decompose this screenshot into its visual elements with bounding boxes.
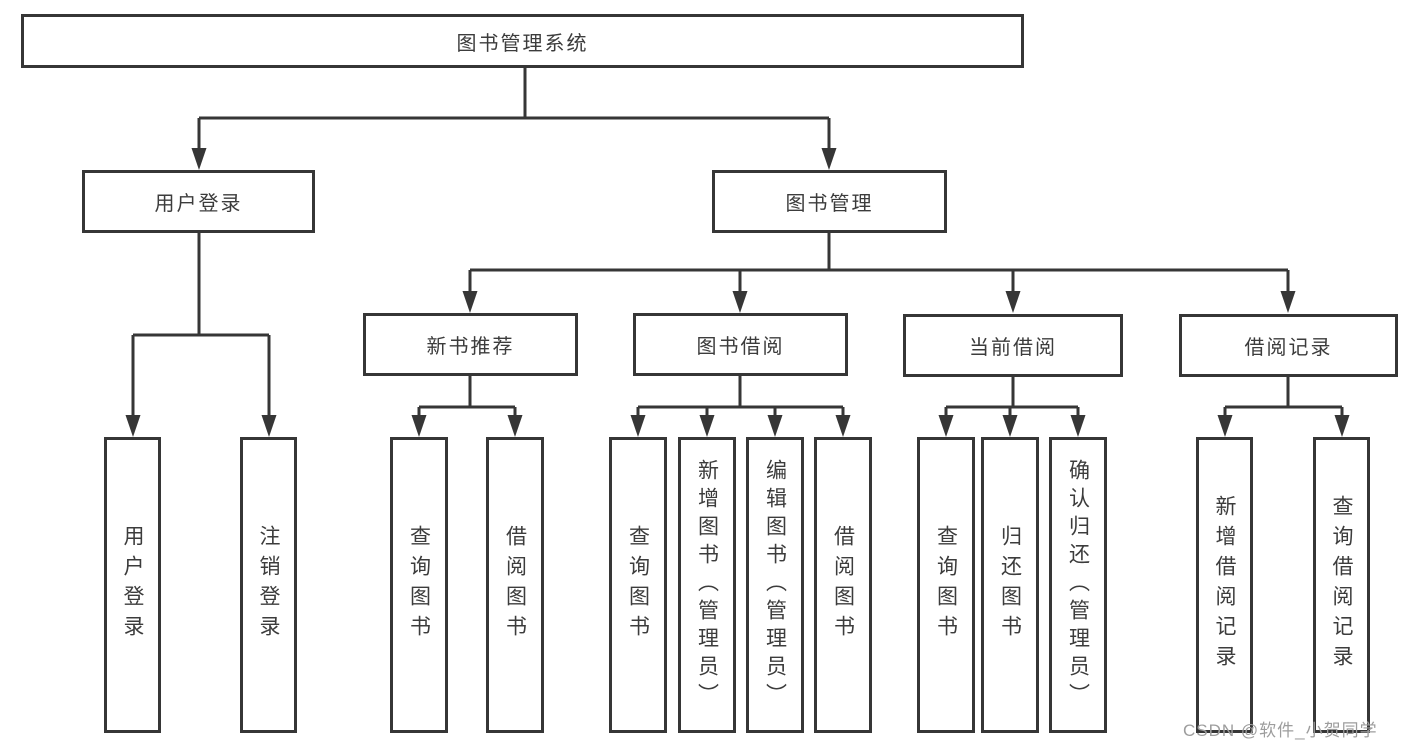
leaf-query-books-recommend: 查询图书 [390,437,448,733]
leaf-query-borrow-record-label: 查询借阅记录 [1330,495,1353,675]
node-root-label: 图书管理系统 [456,32,589,55]
node-book-borrow-label: 图书借阅 [696,336,785,358]
node-borrow-records: 借阅记录 [1179,314,1398,377]
leaf-add-borrow-record-label: 新增借阅记录 [1213,495,1236,675]
leaf-return-book: 归还图书 [981,437,1039,733]
leaf-user-login: 用户登录 [104,437,161,733]
connector-paths [131,68,1344,419]
leaf-query-books-borrow-label: 查询图书 [626,525,650,645]
leaf-query-books-current: 查询图书 [917,437,975,733]
leaf-logout-label: 注销登录 [257,525,280,645]
leaf-edit-book-admin: 编辑图书（管理员） [746,437,804,733]
node-new-book-recommend: 新书推荐 [363,313,578,376]
leaf-borrow-books-recommend: 借阅图书 [486,437,544,733]
csdn-watermark: CSDN @软件_小贺同学 [1183,721,1378,740]
node-book-management: 图书管理 [712,170,947,233]
leaf-query-borrow-record: 查询借阅记录 [1313,437,1370,733]
leaf-add-book-admin: 新增图书（管理员） [678,437,736,733]
node-user-login: 用户登录 [82,170,315,233]
leaf-edit-book-admin-label: 编辑图书（管理员） [763,459,787,711]
leaf-return-book-label: 归还图书 [998,525,1022,645]
leaf-confirm-return-admin-label: 确认归还（管理员） [1066,459,1090,711]
leaf-query-books-borrow: 查询图书 [609,437,667,733]
leaf-add-borrow-record: 新增借阅记录 [1196,437,1253,733]
node-book-borrow: 图书借阅 [633,313,848,376]
leaf-confirm-return-admin: 确认归还（管理员） [1049,437,1107,733]
leaf-add-book-admin-label: 新增图书（管理员） [695,459,719,711]
node-book-management-label: 图书管理 [785,193,874,215]
leaf-user-login-label: 用户登录 [121,525,144,645]
leaf-borrow-books-recommend-label: 借阅图书 [503,525,527,645]
arrowheads [125,148,1350,437]
leaf-query-books-current-label: 查询图书 [934,525,958,645]
node-current-borrow: 当前借阅 [903,314,1123,377]
leaf-query-books-recommend-label: 查询图书 [407,525,431,645]
node-user-login-label: 用户登录 [154,193,243,215]
node-root: 图书管理系统 [21,14,1024,68]
node-borrow-records-label: 借阅记录 [1244,337,1333,359]
node-current-borrow-label: 当前借阅 [969,337,1057,359]
leaf-borrow-books-label: 借阅图书 [831,525,855,645]
node-new-book-recommend-label: 新书推荐 [426,336,515,358]
leaf-logout: 注销登录 [240,437,297,733]
leaf-borrow-books: 借阅图书 [814,437,872,733]
